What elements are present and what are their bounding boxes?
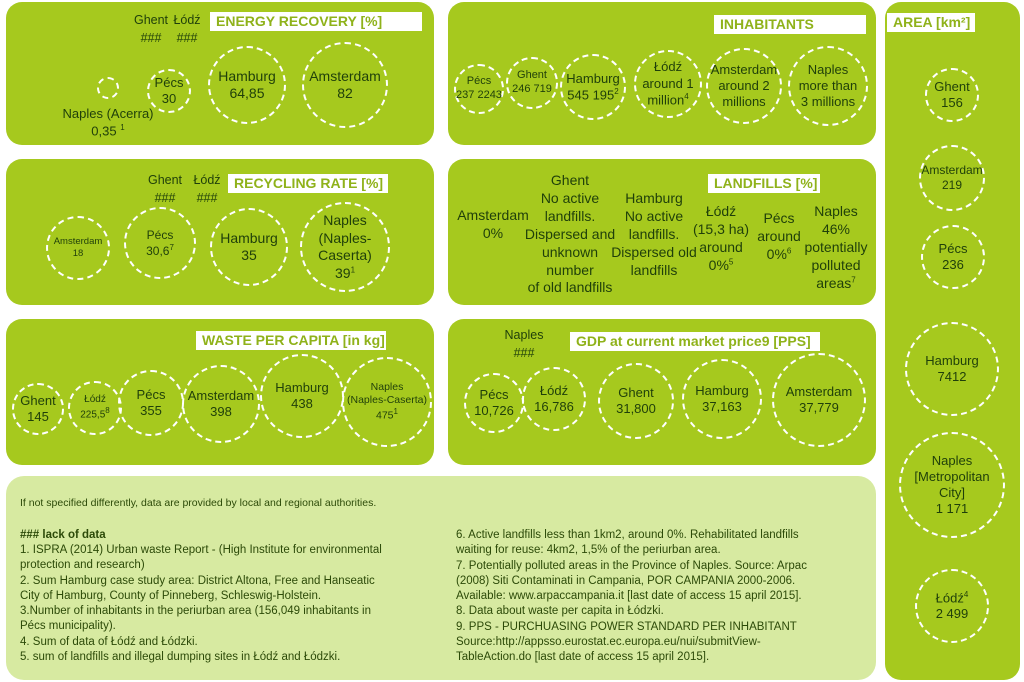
note-line: City of Hamburg, County of Pinneberg, Sc… <box>20 589 322 602</box>
lodz-label: Łódź <box>193 173 221 187</box>
naples-no-data: Naples ### <box>500 326 548 362</box>
naples-label: Naples <box>504 328 544 342</box>
inhabitants-title: INHABITANTS <box>714 15 866 34</box>
note-line: 2. Sum Hamburg case study area: District… <box>20 574 375 587</box>
gdp-title: GDP at current market price9 [PPS] <box>570 332 820 351</box>
note-line: protection and research) <box>20 559 145 572</box>
gdp-panel: GDP at current market price9 [PPS] Naple… <box>448 319 876 465</box>
note-line: 9. PPS - PURCHUASING POWER STANDARD PER … <box>456 620 797 633</box>
note-line: TableAction.do [last date of access 15 a… <box>456 651 710 664</box>
note-line: 8. Data about waste per capita in Łódzki… <box>456 605 664 618</box>
note-line: (2008) Siti Contaminati in Campania, POR… <box>456 574 796 587</box>
no-data-mark: ### <box>513 346 535 361</box>
ghent-no-data: Ghent ### <box>142 171 188 207</box>
notes-intro: If not specified differently, data are p… <box>20 497 377 509</box>
bubble-naples: Naples(Naples-Caserta)4751 <box>342 357 432 447</box>
note-line: 3.Number of inhabitants in the periurban… <box>20 605 371 618</box>
recycling-rate-title: RECYCLING RATE [%] <box>228 174 388 193</box>
bubble-naples <box>97 77 119 99</box>
lodz-label: Łódź <box>173 13 201 27</box>
area-title: AREA [km²] <box>887 13 975 32</box>
note-line: waiting for reuse: 4km2, 1,5% of the per… <box>456 544 721 557</box>
ghent-label: Ghent <box>147 173 183 187</box>
waste-per-capita-title: WASTE PER CAPITA [in kg] <box>196 331 386 350</box>
no-data-mark: ### <box>154 191 176 206</box>
notes-right-column: 6. Active landfills less than 1km2, arou… <box>456 528 807 666</box>
notes-left-column: 1. ISPRA (2014) Urban waste Report - (Hi… <box>20 543 382 665</box>
landfills-title: LANDFILLS [%] <box>708 174 820 193</box>
bubble-naples: Naples(Naples-Caserta)391 <box>300 202 390 292</box>
no-data-mark: ### <box>176 31 198 46</box>
note-line: 6. Active landfills less than 1km2, arou… <box>456 529 799 541</box>
note-line: Available: www.arpaccampania.it [last da… <box>456 590 802 603</box>
note-line: Source:http://appsso.eurostat.ec.europa.… <box>456 636 761 649</box>
energy-recovery-panel: ENERGY RECOVERY [%] Ghent ### Łódź ### Nap… <box>6 2 434 145</box>
ghent-no-data: Ghent ### <box>128 11 174 47</box>
energy-recovery-title: ENERGY RECOVERY [%] <box>210 12 422 31</box>
lodz-no-data: Łódź ### <box>166 11 208 47</box>
no-data-mark: ### <box>140 31 162 46</box>
note-line: 4. Sum of data of Łódź and Łódzki. <box>20 635 198 648</box>
notes-panel: If not specified differently, data are p… <box>6 476 876 680</box>
note-line: 7. Potentially polluted areas in the Pro… <box>456 559 807 572</box>
note-line: 5. sum of landfills and illegal dumping … <box>20 651 341 664</box>
note-line: Pécs municipality). <box>20 620 116 633</box>
no-data-mark: ### <box>196 191 218 206</box>
notes-lack-of-data: ### lack of data <box>20 529 106 541</box>
naples-acerra-label: Naples (Acerra) 0,35 1 <box>62 106 154 138</box>
note-line: 1. ISPRA (2014) Urban waste Report - (Hi… <box>20 544 382 556</box>
lodz-no-data: Łódź ### <box>186 171 228 207</box>
recycling-rate-panel: RECYCLING RATE [%] Ghent ### Łódź ### Amst… <box>6 159 434 305</box>
ghent-label: Ghent <box>133 13 169 27</box>
